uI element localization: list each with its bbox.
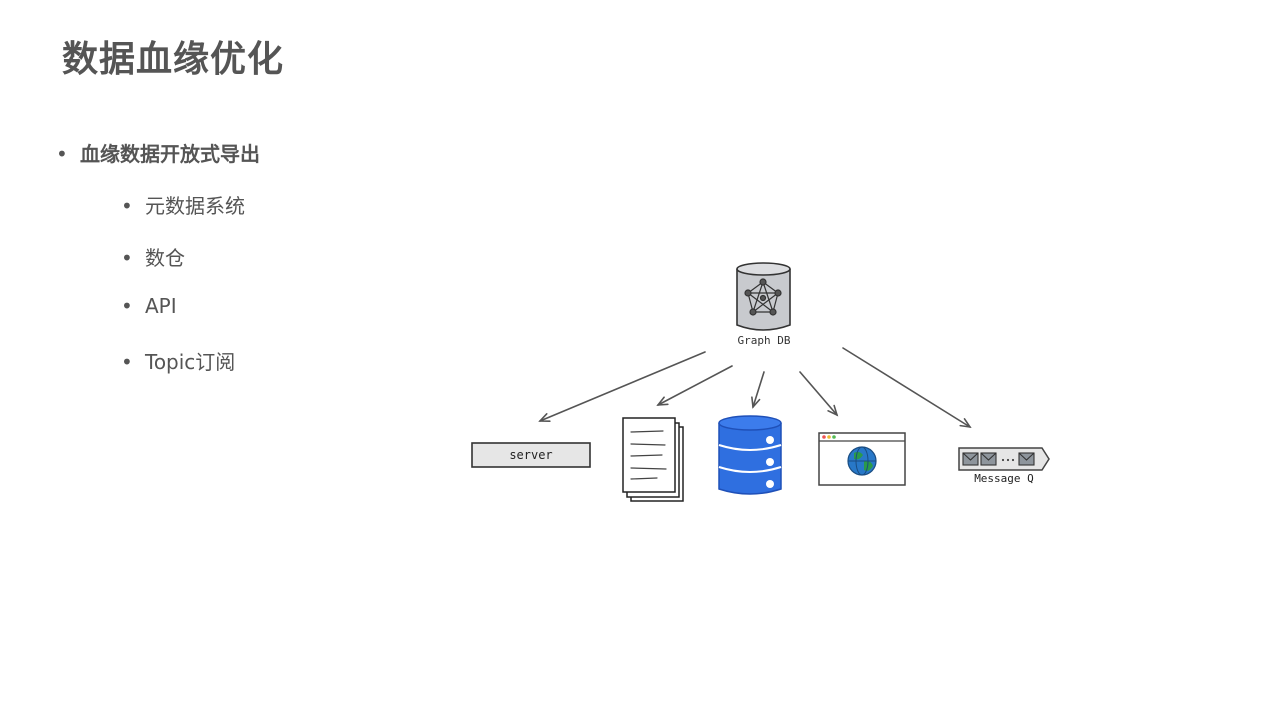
bullet-text: 血缘数据开放式导出	[80, 142, 260, 166]
bullet-text: 元数据系统	[145, 194, 245, 218]
graph-db-icon: Graph DB	[736, 262, 791, 347]
bullet-dot: •	[121, 194, 133, 218]
bullet-dot: •	[121, 350, 133, 374]
sub-bullet-item: • 元数据系统	[121, 190, 245, 219]
bullet-text: 数仓	[145, 246, 185, 270]
network-graph-icon	[744, 278, 782, 316]
arrow-to-documents	[656, 365, 733, 406]
server-label: server	[509, 448, 552, 462]
bullet-dot: •	[56, 142, 68, 166]
message-queue-label: Message Q	[974, 472, 1034, 485]
arrow-to-server	[538, 351, 706, 423]
documents-icon	[622, 417, 684, 502]
arrow-to-browser	[799, 371, 839, 417]
server-icon: server	[471, 442, 591, 468]
arrow-to-message-queue	[842, 347, 972, 429]
graph-db-label: Graph DB	[738, 334, 791, 347]
globe-icon	[847, 446, 877, 476]
sub-bullet-item: • 数仓	[121, 242, 185, 271]
bullet-dot: •	[121, 294, 133, 318]
page-title: 数据血缘优化	[62, 39, 285, 80]
export-arrows	[538, 347, 972, 429]
bullet-text: API	[145, 294, 177, 318]
bullet-list: • 血缘数据开放式导出 • 元数据系统 • 数仓 • API • Topic订阅	[0, 0, 600, 705]
browser-window-icon	[818, 432, 906, 486]
sub-bullet-item: • API	[121, 294, 177, 318]
sub-bullet-item: • Topic订阅	[121, 346, 235, 375]
bullet-dot: •	[121, 246, 133, 270]
arrow-to-database	[751, 371, 765, 409]
message-queue-icon: Message Q	[958, 447, 1050, 485]
bullet-item-main: • 血缘数据开放式导出	[56, 138, 260, 167]
bullet-text: Topic订阅	[145, 350, 236, 374]
lineage-export-diagram: Graph DB server	[471, 262, 1050, 502]
database-icon	[718, 415, 782, 495]
